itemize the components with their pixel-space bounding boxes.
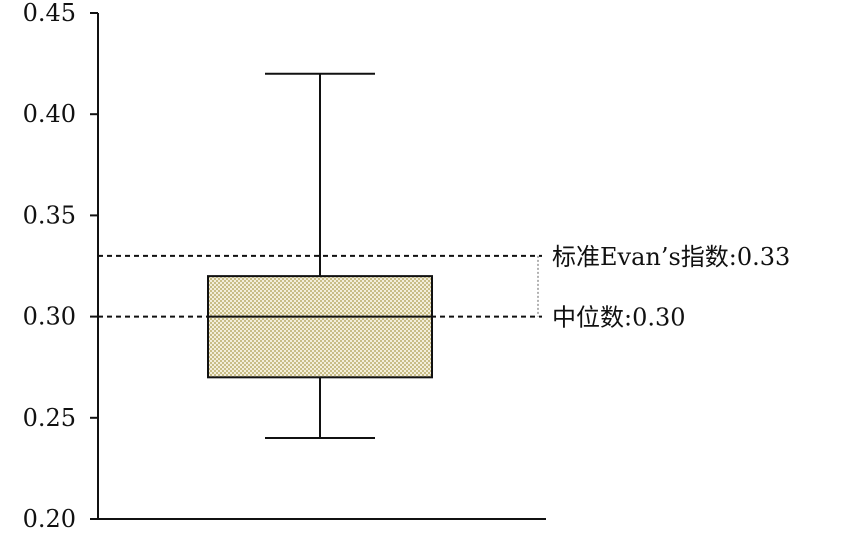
y-tick-label: 0.40 <box>23 100 76 128</box>
y-tick-label: 0.45 <box>23 0 76 27</box>
y-tick-label: 0.35 <box>23 201 76 229</box>
y-tick-label: 0.20 <box>23 505 76 533</box>
y-axis: 0.20 0.25 0.30 0.35 0.40 0.45 <box>23 0 99 533</box>
y-tick-label: 0.30 <box>23 303 76 331</box>
y-ticks: 0.20 0.25 0.30 0.35 0.40 0.45 <box>23 0 98 533</box>
box-plot <box>207 72 433 440</box>
interquartile-box <box>207 275 433 379</box>
y-tick-label: 0.25 <box>23 404 76 432</box>
reference-line-label: 中位数:0.30 <box>552 304 686 332</box>
reference-line-label: 标准Evan’s指数:0.33 <box>552 243 790 271</box>
reference-lines: 标准Evan’s指数:0.33 中位数:0.30 <box>98 243 790 332</box>
